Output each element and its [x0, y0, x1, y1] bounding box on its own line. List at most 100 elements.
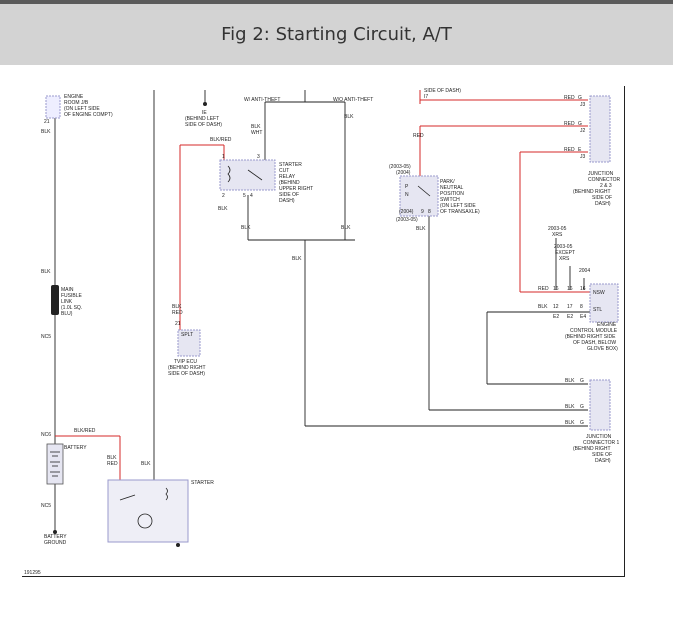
jc-top-label-5: DASH) — [595, 201, 611, 207]
wo-anti-theft-label: W/O ANTI-THEFT — [333, 97, 373, 103]
starter-label: STARTER — [191, 480, 214, 486]
starter — [107, 479, 189, 543]
ncs-label-2: NC6 — [41, 432, 51, 438]
ecm-pin-e-1: E2 — [567, 314, 573, 320]
starter-contact — [119, 494, 136, 501]
battery-cells — [50, 451, 60, 477]
pnp-year-0: (2003-05) — [389, 164, 411, 170]
battery-ground-icon — [53, 530, 57, 534]
ecm-pin-e-0: E2 — [553, 314, 559, 320]
junction-connector-2-3 — [589, 95, 611, 163]
top-border — [0, 0, 673, 4]
ecm-pin-red-2: 16 — [580, 286, 586, 292]
red-wires — [55, 90, 590, 480]
tvip-pin-splt: SPLT — [181, 332, 193, 338]
pnp-contact — [417, 185, 431, 197]
ecm-label-1: CONTROL MODULE — [570, 328, 618, 334]
ecm-label-0: ENGINE — [597, 322, 617, 328]
blk-label-wo: BLK — [344, 114, 354, 120]
relay-coil — [227, 165, 231, 183]
relay-label-1: CUT — [279, 168, 289, 174]
jc-top-label-2: 2 & 3 — [600, 183, 612, 189]
relay-label-0: STARTER — [279, 162, 302, 168]
diagram-frame — [22, 86, 625, 577]
jc-top-label-0: JUNCTION — [588, 171, 614, 177]
ncs-label-1: NC5 — [41, 334, 51, 340]
blk-label-ecm: BLK — [538, 304, 548, 310]
jc1-label-3: SIDE OF — [592, 452, 612, 458]
relay-pin-2: 2 — [222, 193, 225, 199]
jc-top-letter-0: G — [578, 95, 582, 101]
ecm-pin-blk-2: 8 — [580, 304, 583, 310]
relay-label-3: (BEHIND — [279, 180, 300, 186]
engine-control-module — [589, 283, 619, 323]
ie-label-2: SIDE OF DASH) — [185, 122, 222, 128]
jc1-pin-0: G — [580, 378, 584, 384]
engine-room-jb-label-0: ENGINE — [64, 94, 84, 100]
battery — [46, 443, 64, 485]
battery-ground-label-1: GROUND — [44, 540, 67, 546]
blk-label-jc1-0: BLK — [565, 378, 575, 384]
jc1-pin-2: G — [580, 420, 584, 426]
blk-red-label-battery: BLK/RED — [74, 428, 96, 434]
ecm-label-4: GLOVE BOX) — [587, 346, 618, 352]
fusible-link-label-0: MAIN — [61, 287, 74, 293]
red-label-pnp: RED — [413, 133, 424, 139]
engine-room-jb-label-2: (ON LEFT SIDE — [64, 106, 100, 112]
pnp-letter-p: P — [405, 184, 409, 190]
ecm-pin-red-1: 16 — [567, 286, 573, 292]
blk-red-label-relay: BLK/RED — [210, 137, 232, 143]
starter-solenoid — [165, 487, 168, 501]
ncs-label-3: NC5 — [41, 503, 51, 509]
tvip-label-1: (BEHIND RIGHT — [168, 365, 206, 371]
jc-top-letter-2: E — [578, 147, 582, 153]
relay-pin-4: 4 — [250, 193, 253, 199]
relay-label-6: DASH) — [279, 198, 295, 204]
top-right-label-0: SIDE OF DASH) — [424, 88, 461, 94]
ecm-year-5: 2004 — [579, 268, 590, 274]
blk-label-relay: BLK — [218, 206, 228, 212]
pnp-label-5: OF TRANSAXLE) — [440, 209, 480, 215]
labels: ENGINE ROOM J/B (ON LEFT SIDE OF ENGINE … — [24, 88, 621, 576]
fusible-link-label-1: FUSIBLE — [61, 293, 83, 299]
pnp-label-3: SWITCH — [440, 197, 460, 203]
ecm-label-nsw: NSW — [593, 290, 605, 296]
jc1-label-0: JUNCTION — [586, 434, 612, 440]
tvip-label-0: TVIP ECU — [174, 359, 197, 365]
engine-room-jb-label-3: OF ENGINE COMPT) — [64, 112, 113, 118]
jc-top-letter-1: G — [578, 121, 582, 127]
battery-ground-label-0: BATTERY — [44, 534, 67, 540]
relay-label-2: RELAY — [279, 174, 296, 180]
ecm-year-4: XRS — [559, 256, 570, 262]
pnp-label-1: NEUTRAL — [440, 185, 464, 191]
jc-top-label-1: CONNECTOR — [588, 177, 621, 183]
pnp-year-2: (2004) — [399, 209, 414, 215]
ecm-label-2: (BEHIND RIGHT SIDE — [565, 334, 616, 340]
jc-top-label-3: (BEHIND RIGHT — [573, 189, 611, 195]
jc1-pin-1: G — [580, 404, 584, 410]
main-fusible-link — [51, 285, 59, 315]
tvip-pin-21: 21 — [175, 321, 181, 327]
red-label-starter: RED — [107, 461, 118, 467]
relay-pin-3: 3 — [257, 154, 260, 160]
ecm-year-2: 2003-05 — [554, 244, 573, 250]
starter-ground-icon — [176, 543, 180, 547]
relay-label-5: SIDE OF — [279, 192, 299, 198]
relay-pin-1: 1 — [222, 154, 225, 160]
top-right-label-1: I7 — [424, 94, 428, 100]
w-anti-theft-label: W/ ANTI-THEFT — [244, 97, 280, 103]
pnp-year-1: (2004) — [396, 170, 411, 176]
fusible-link-label-4: BLU) — [61, 311, 73, 317]
figure-header: Fig 2: Starting Circuit, A/T — [0, 4, 673, 65]
jc1-label-2: (BEHIND RIGHT — [573, 446, 611, 452]
relay-switch — [247, 169, 263, 181]
jc-top-pin-1: J2 — [580, 128, 586, 134]
relay-label-4: UPPER RIGHT — [279, 186, 313, 192]
ecm-year-3: EXCEPT — [555, 250, 575, 256]
blk-label-tvip: BLK — [172, 304, 182, 310]
blk-label-jc1-2: BLK — [565, 420, 575, 426]
red-label-ecm: RED — [538, 286, 549, 292]
blk-label-relay-2: BLK — [241, 225, 251, 231]
ecm-year-1: XRS — [552, 232, 563, 238]
